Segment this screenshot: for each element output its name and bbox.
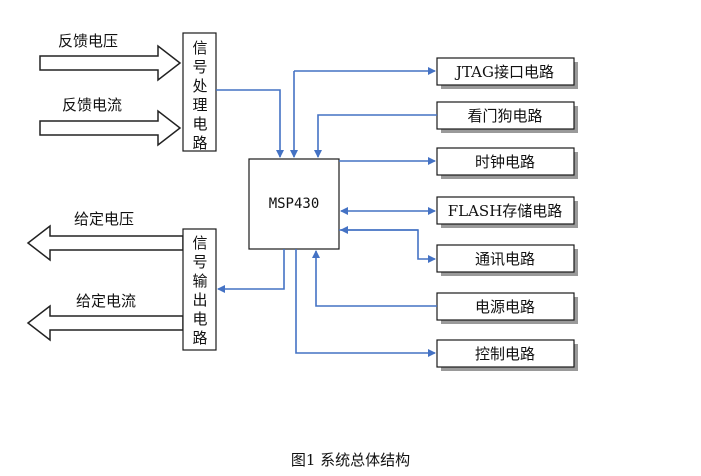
feedback-current-label: 反馈电流 xyxy=(62,96,122,114)
feedback-current-arrow xyxy=(39,109,182,147)
peripheral-jtag-label: JTAG接口电路 xyxy=(454,63,554,81)
peripheral-watchdog: 看门狗电路 xyxy=(436,101,578,133)
wire-mcu-to-sigout xyxy=(217,249,285,293)
peripheral-control-label: 控制电路 xyxy=(475,345,535,363)
peripheral-flash: FLASH存储电路 xyxy=(436,196,578,228)
figure-caption: 图1 系统总体结构 xyxy=(290,451,411,469)
peripheral-control: 控制电路 xyxy=(436,339,578,371)
signal-processing-box xyxy=(182,32,217,152)
set-voltage-label: 给定电压 xyxy=(74,210,134,228)
peripheral-comm-label: 通讯电路 xyxy=(475,250,535,268)
wire-power-to-mcu xyxy=(312,250,437,307)
peripheral-power: 电源电路 xyxy=(436,292,578,324)
peripheral-jtag: JTAG接口电路 xyxy=(436,57,578,89)
peripheral-clock: 时钟电路 xyxy=(436,147,578,179)
wire-mcu-to-comm xyxy=(339,229,436,263)
set-current-arrow xyxy=(26,304,184,342)
signal-output-box xyxy=(182,228,217,351)
signal-processing-label: 信号处理电路 xyxy=(191,40,209,154)
signal-output-label: 信号输出电路 xyxy=(191,235,209,349)
peripheral-power-label: 电源电路 xyxy=(475,298,535,316)
feedback-voltage-label: 反馈电压 xyxy=(58,32,118,50)
peripheral-clock-label: 时钟电路 xyxy=(475,153,535,171)
wire-sigproc-to-mcu xyxy=(216,89,284,158)
mcu-label: MSP430 xyxy=(269,196,320,212)
mcu-box xyxy=(248,158,340,250)
set-current-label: 给定电流 xyxy=(76,292,136,310)
set-voltage-arrow xyxy=(26,224,184,262)
peripheral-comm: 通讯电路 xyxy=(436,244,578,276)
feedback-voltage-arrow xyxy=(39,44,182,82)
wire-watchdog-to-mcu xyxy=(314,114,437,158)
peripheral-watchdog-label: 看门狗电路 xyxy=(467,107,542,125)
wire-mcu-to-control xyxy=(295,249,436,357)
peripheral-flash-label: FLASH存储电路 xyxy=(448,202,563,220)
